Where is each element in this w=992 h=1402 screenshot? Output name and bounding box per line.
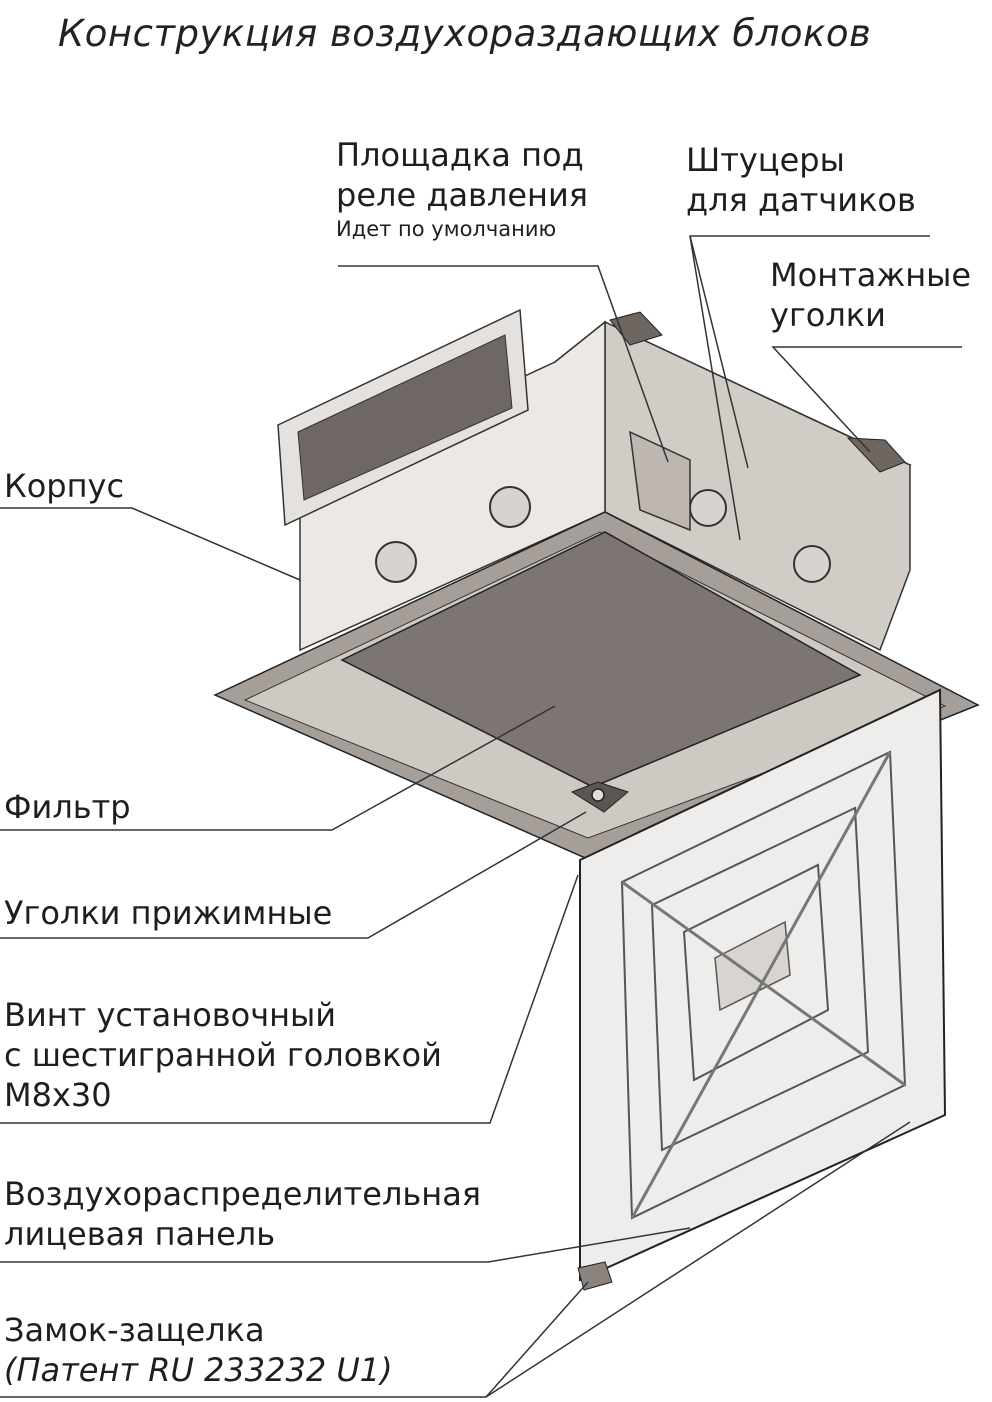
filter-panel <box>340 531 862 788</box>
label-latch: Замок-защелка (Патент RU 233232 U1) <box>4 1311 393 1389</box>
label-sensor-fittings: Штуцеры для датчиков <box>686 141 916 219</box>
inlet-duct-opening <box>297 334 513 501</box>
pressure-relay-pad <box>629 430 691 532</box>
housing-port <box>793 545 831 583</box>
leader-housing <box>0 507 301 581</box>
housing-port <box>489 486 531 528</box>
label-set-screw: Винт установочный с шестигранной головко… <box>4 996 442 1114</box>
leader-set-screw <box>0 874 579 1124</box>
leader-sensor-fittings-2 <box>689 235 741 541</box>
leader-filter <box>0 705 556 831</box>
face-panel-louver-core <box>714 920 791 1012</box>
leader-latch-2 <box>485 1121 911 1398</box>
set-screw-icon <box>591 788 605 802</box>
housing-port <box>375 541 417 583</box>
label-face-panel: Воздухораспределительная лицевая панель <box>4 1175 482 1253</box>
leader-clamp-corners <box>0 811 587 939</box>
face-panel-louver-mid <box>650 806 870 1152</box>
leader-pressure-pad <box>338 265 669 463</box>
housing-port <box>689 489 727 527</box>
diagram-title: Конструкция воздухораздающих блоков <box>58 12 872 55</box>
label-mounting-brackets: Монтажные уголки <box>770 256 972 334</box>
label-clamp-corners: Уголки прижимные <box>4 894 333 932</box>
face-panel-diagonal <box>630 751 892 1219</box>
label-pressure-pad: Площадка под реле давления Идет по умолч… <box>336 136 589 241</box>
label-filter: Фильтр <box>4 788 131 826</box>
mounting-bracket-icon <box>846 437 906 473</box>
leader-face-panel <box>0 1227 691 1263</box>
face-panel-louver-inner <box>682 863 830 1082</box>
label-housing: Корпус <box>4 467 125 505</box>
leader-mounting-brackets <box>771 346 962 453</box>
leader-lines <box>0 235 962 1398</box>
